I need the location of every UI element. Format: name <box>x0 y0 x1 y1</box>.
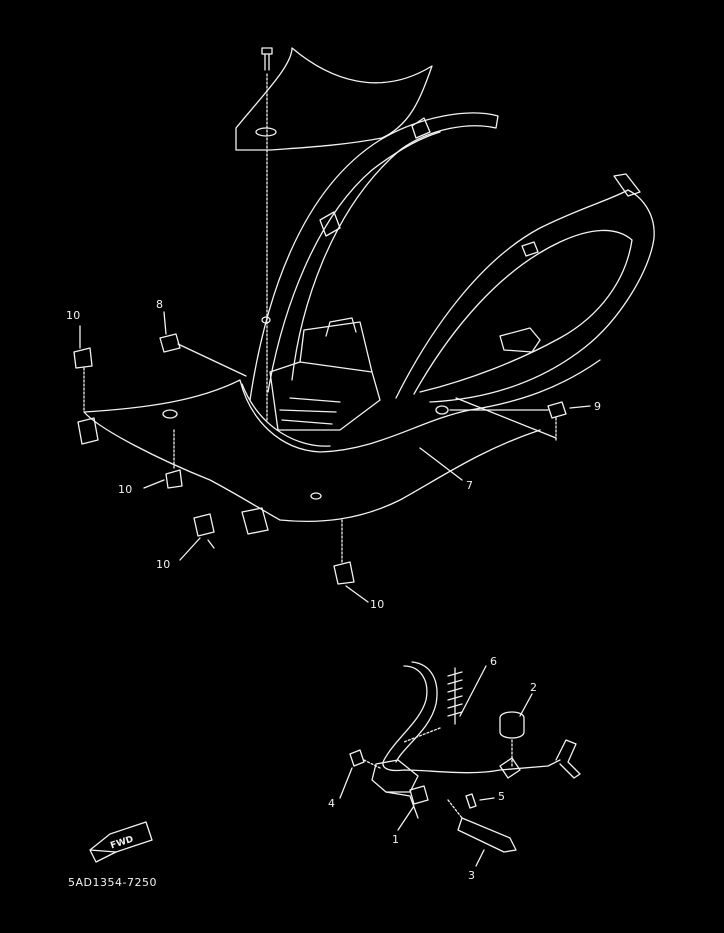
callout-8: 8 <box>156 298 164 311</box>
top-screw <box>262 48 272 420</box>
clip-nuts <box>74 334 354 584</box>
callout-7: 7 <box>466 479 474 492</box>
part-code: 5AD1354-7250 <box>68 876 157 889</box>
callout-10: 10 <box>370 598 385 611</box>
callout-5: 5 <box>498 790 506 803</box>
callout-2: 2 <box>530 681 538 694</box>
callout-10: 10 <box>156 558 171 571</box>
callout-1: 1 <box>392 833 400 846</box>
fwd-arrow-icon: FWD <box>90 822 152 862</box>
callout-9: 9 <box>594 400 602 413</box>
upper-leaders <box>80 312 590 602</box>
fwd-label: FWD <box>109 835 134 852</box>
callout-10: 10 <box>118 483 133 496</box>
callout-4: 4 <box>328 797 336 810</box>
floor-cover-body <box>78 48 654 534</box>
side-stand-assembly <box>340 662 580 866</box>
callout-6: 6 <box>490 655 498 668</box>
callout-10: 10 <box>66 309 81 322</box>
bolt-9 <box>450 398 566 440</box>
callout-3: 3 <box>468 869 476 882</box>
